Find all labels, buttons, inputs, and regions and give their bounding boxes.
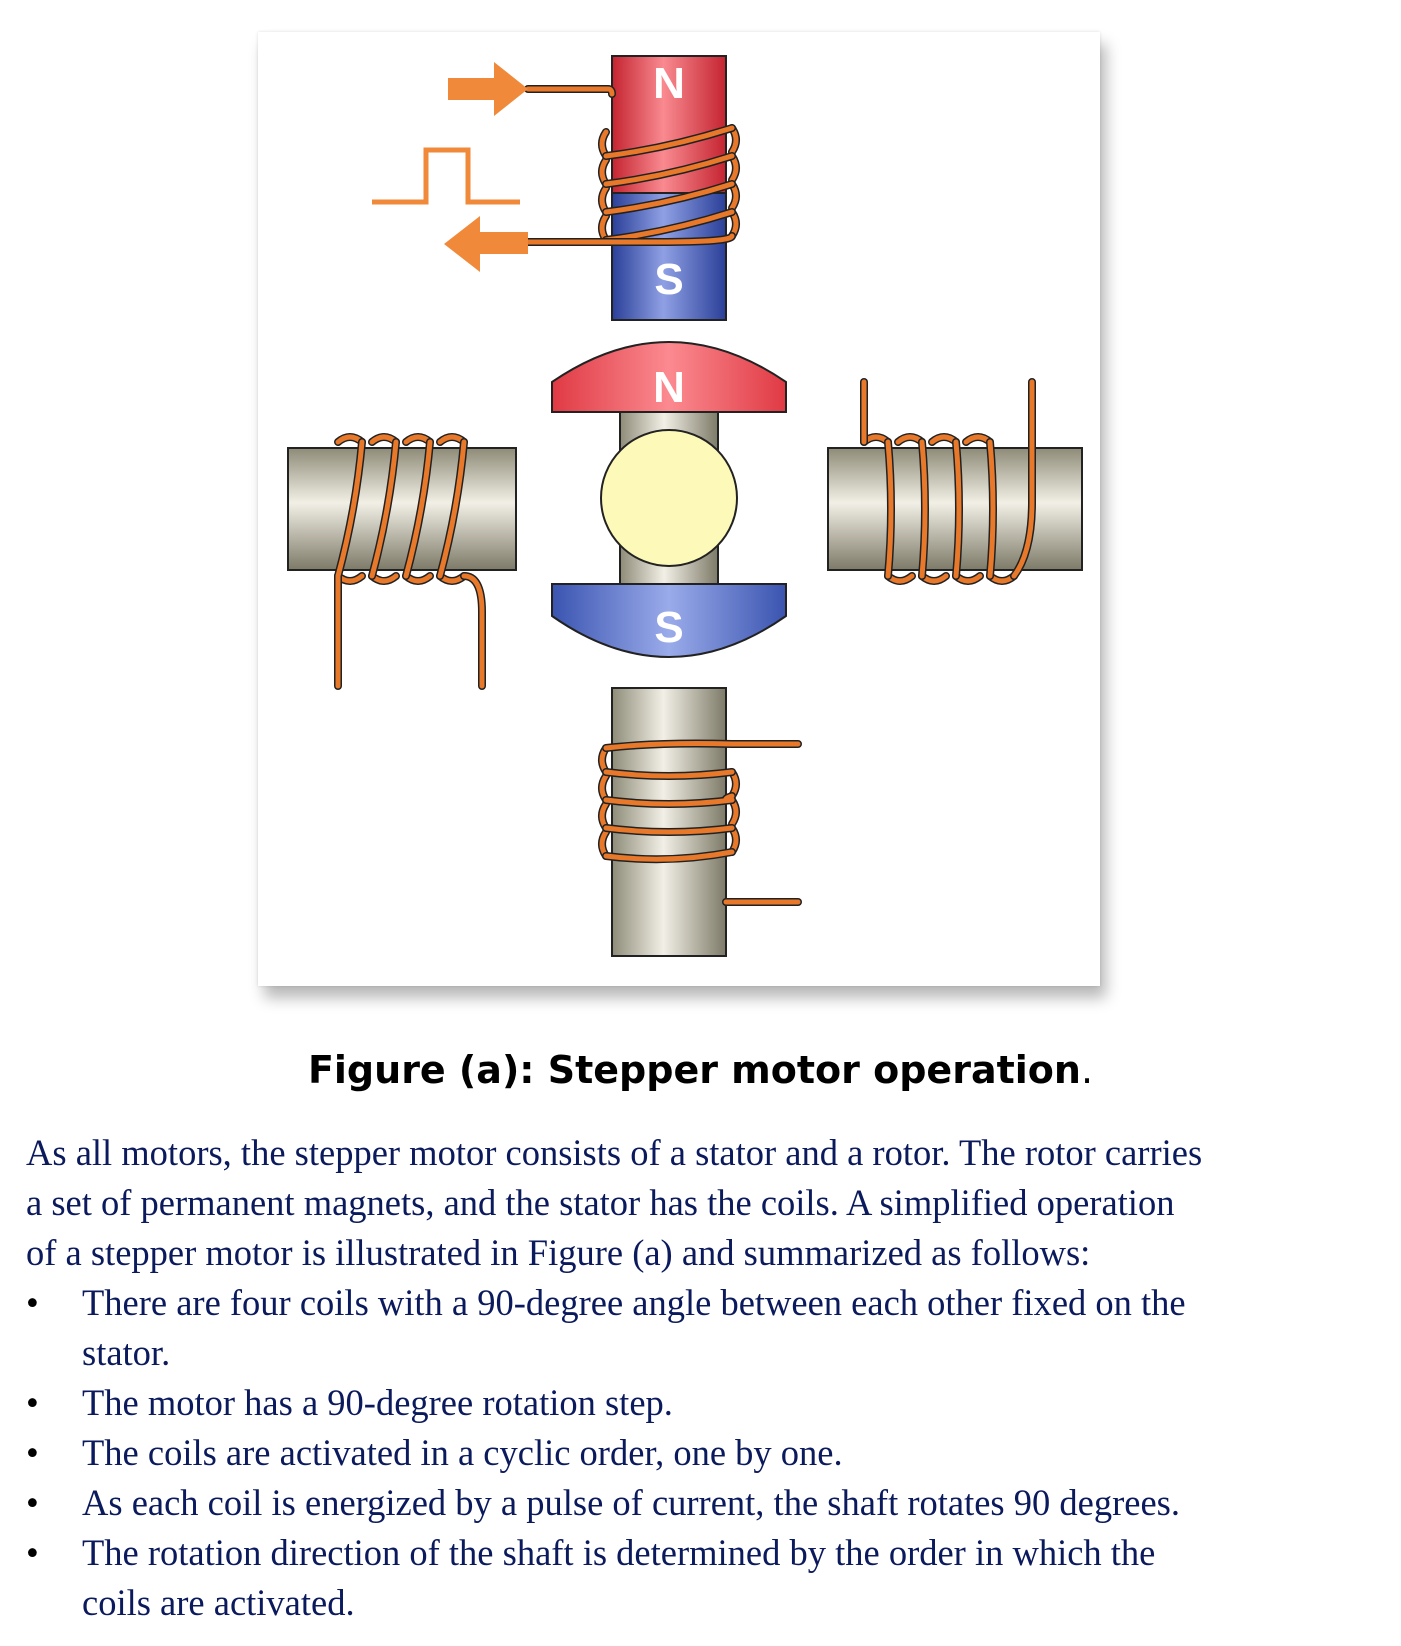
figure-frame: N S N S — [258, 32, 1100, 986]
bullet-dot-icon: • — [26, 1482, 39, 1523]
intro-paragraph: As all motors, the stepper motor consist… — [26, 1128, 1386, 1278]
intro-line: of a stepper motor is illustrated in Fig… — [26, 1232, 1091, 1273]
bullet-line: coils are activated. — [82, 1582, 355, 1623]
top-pole-south-half — [611, 192, 727, 321]
bullet-dot-icon: • — [26, 1382, 39, 1423]
list-item: • The motor has a 90-degree rotation ste… — [26, 1378, 1386, 1428]
bullet-line: The rotation direction of the shaft is d… — [82, 1532, 1156, 1573]
bullet-line: As each coil is energized by a pulse of … — [82, 1482, 1180, 1523]
right-stator-pole — [827, 378, 1083, 585]
rotor-north-label: N — [653, 363, 685, 412]
rotor-south-pole — [551, 583, 787, 658]
bullet-line: There are four coils with a 90-degree an… — [82, 1282, 1186, 1323]
list-item: • As each coil is energized by a pulse o… — [26, 1478, 1386, 1528]
caption-trailing: . — [1080, 1048, 1094, 1092]
arrow-right-icon — [448, 62, 528, 116]
intro-line: As all motors, the stepper motor consist… — [26, 1132, 1203, 1173]
stepper-motor-diagram: N S N S — [287, 55, 1083, 957]
list-item: • The coils are activated in a cyclic or… — [26, 1428, 1386, 1478]
rotor-center — [600, 429, 738, 567]
rotor-south-label: S — [654, 603, 683, 652]
left-stator-pole — [287, 433, 517, 690]
top-stator-pole: N S — [524, 55, 740, 321]
rotor: N S — [551, 341, 787, 658]
bullet-dot-icon: • — [26, 1282, 39, 1323]
bullet-dot-icon: • — [26, 1532, 39, 1573]
top-pole-north-label: N — [653, 59, 685, 108]
bottom-stator-pole — [598, 687, 802, 957]
bullet-line: The motor has a 90-degree rotation step. — [82, 1382, 673, 1423]
arrow-left-icon — [444, 216, 528, 272]
rotor-north-pole — [551, 341, 787, 413]
bullet-list: • There are four coils with a 90-degree … — [26, 1278, 1386, 1628]
bullet-dot-icon: • — [26, 1432, 39, 1473]
list-item: • There are four coils with a 90-degree … — [26, 1278, 1386, 1378]
caption-title: Figure (a): Stepper motor operation — [307, 1048, 1081, 1092]
list-item: • The rotation direction of the shaft is… — [26, 1528, 1386, 1628]
top-pole-south-label: S — [654, 255, 683, 304]
pulse-waveform-icon — [372, 147, 520, 205]
bullet-line: The coils are activated in a cyclic orde… — [82, 1432, 843, 1473]
bullet-line: stator. — [82, 1332, 171, 1373]
intro-line: a set of permanent magnets, and the stat… — [26, 1182, 1175, 1223]
body-text: As all motors, the stepper motor consist… — [26, 1128, 1386, 1628]
figure-caption: Figure (a): Stepper motor operation. — [0, 1048, 1401, 1092]
